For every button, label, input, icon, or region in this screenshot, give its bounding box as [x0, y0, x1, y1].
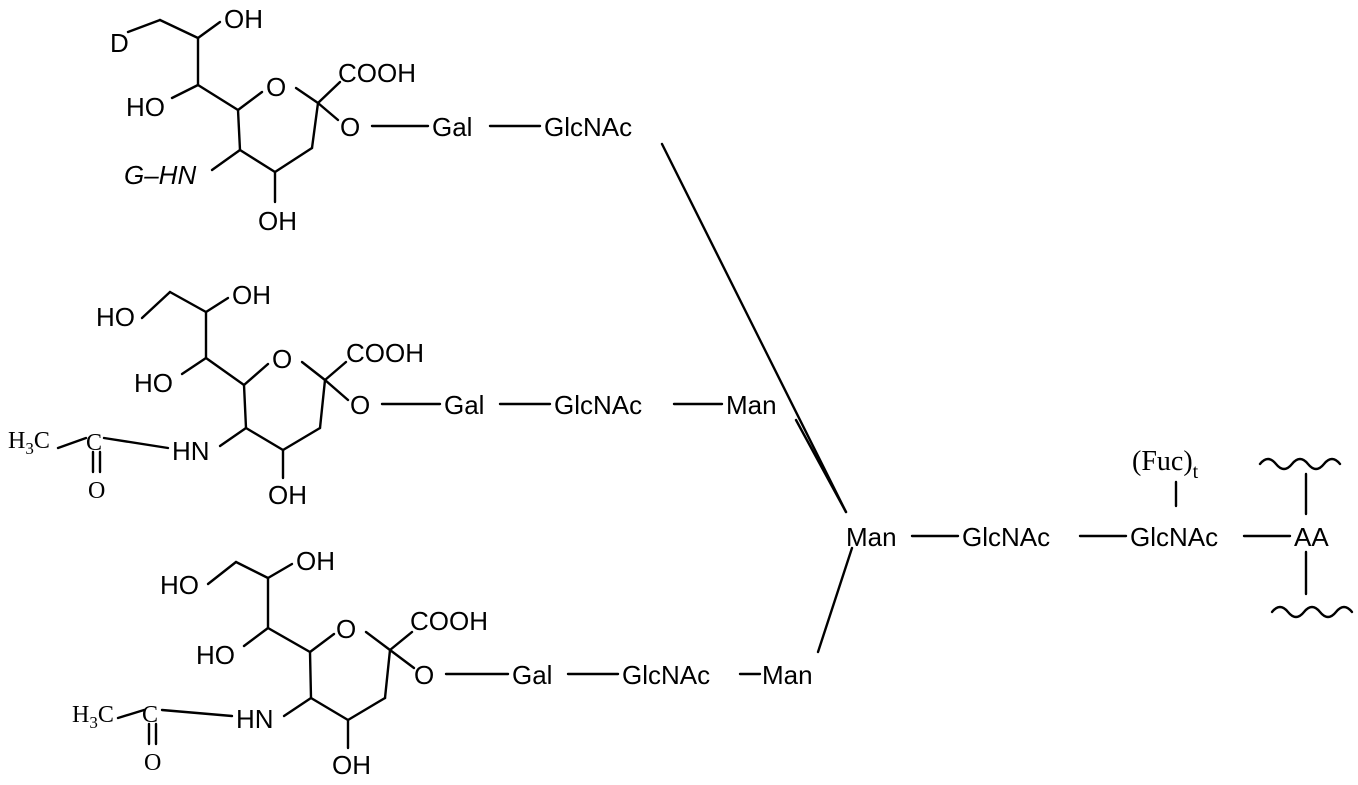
lower-acetyl-oxygen: O	[144, 750, 161, 776]
core-man: Man	[846, 522, 897, 552]
core-fucose: (Fuc)t	[1132, 446, 1199, 483]
lower-man: Man	[762, 660, 813, 690]
upper-d-label: D	[110, 28, 129, 58]
upper-sialic-unit: D OH HO O COOH G–HN OH O Gal GlcNAc	[110, 4, 632, 236]
lower-oh-side: OH	[296, 546, 335, 576]
core-fucose-subscript: t	[1193, 461, 1199, 483]
lower-acetyl-h3c-c: C	[98, 702, 114, 728]
middle-ring-oxygen: O	[272, 344, 292, 374]
lower-acetyl-h3c-sub: 3	[89, 713, 98, 732]
upper-oh-ring: OH	[258, 206, 297, 236]
lower-sialic-unit: HO OH HO O COOH H3C C O HN OH O Gal GlcN…	[72, 546, 813, 780]
middle-link-oxygen: O	[350, 390, 370, 420]
lower-acetyl-h3c: H3C	[72, 702, 114, 732]
middle-acetyl-h3c: H3C	[8, 428, 50, 458]
core-amino-acid: AA	[1294, 522, 1329, 552]
core-fucose-label: (Fuc)	[1132, 446, 1193, 477]
middle-glcnac: GlcNAc	[554, 390, 642, 420]
upper-ring-oxygen: O	[266, 72, 286, 102]
middle-oh-left: HO	[134, 368, 173, 398]
lower-glcnac: GlcNAc	[622, 660, 710, 690]
middle-gal: Gal	[444, 390, 484, 420]
middle-man: Man	[726, 390, 777, 420]
lower-amine: HN	[236, 704, 274, 734]
lower-acetyl-carbon: C	[142, 702, 158, 728]
upper-oh-left: HO	[126, 92, 165, 122]
core-glcnac-2: GlcNAc	[1130, 522, 1218, 552]
upper-amine: G–HN	[124, 160, 196, 190]
lower-oh-ring: OH	[332, 750, 371, 780]
lower-ring-oxygen: O	[336, 614, 356, 644]
lower-cooh: COOH	[410, 606, 488, 636]
middle-acetyl-carbon: C	[86, 430, 102, 456]
middle-sialic-unit: HO OH HO O COOH H3C C O HN OH O Gal GlcN…	[8, 280, 777, 510]
upper-glcnac: GlcNAc	[544, 112, 632, 142]
lower-gal: Gal	[512, 660, 552, 690]
lower-oh-left: HO	[196, 640, 235, 670]
middle-oh-ring: OH	[268, 480, 307, 510]
upper-cooh: COOH	[338, 58, 416, 88]
middle-cooh: COOH	[346, 338, 424, 368]
upper-gal: Gal	[432, 112, 472, 142]
middle-oh-side: OH	[232, 280, 271, 310]
upper-oh-side: OH	[224, 4, 263, 34]
lower-link-oxygen: O	[414, 660, 434, 690]
middle-acetyl-h3c-sub: 3	[25, 439, 34, 458]
middle-acetyl-h3c-c: C	[34, 428, 50, 454]
middle-acetyl-oxygen: O	[88, 478, 105, 504]
middle-oh-chain: HO	[96, 302, 135, 332]
lower-oh-chain: HO	[160, 570, 199, 600]
upper-link-oxygen: O	[340, 112, 360, 142]
middle-amine: HN	[172, 436, 210, 466]
core-glcnac-1: GlcNAc	[962, 522, 1050, 552]
